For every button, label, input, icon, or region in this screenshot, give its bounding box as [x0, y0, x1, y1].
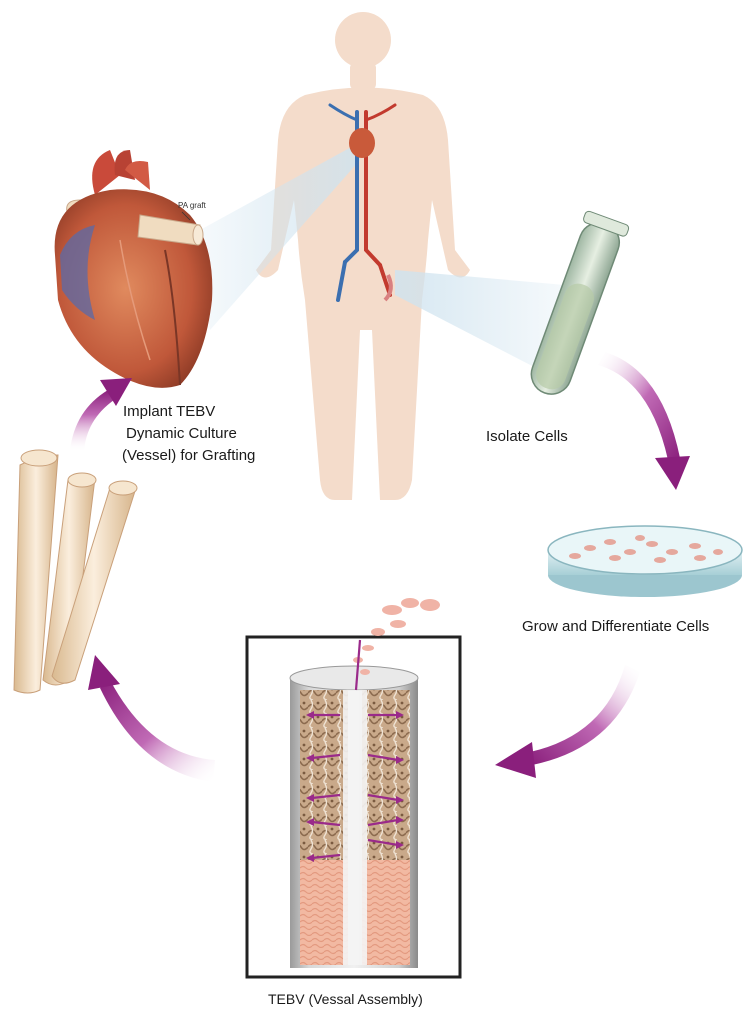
arrow-vessels-to-implant [70, 378, 132, 452]
pa-graft-label: PA graft [178, 201, 207, 210]
isolate-cells-label: Isolate Cells [486, 428, 568, 445]
test-tube-illustration [530, 210, 630, 395]
tebv-assembly-label: TEBV (Vessal Assembly) [268, 991, 423, 1007]
arrow-isolate-to-grow [598, 352, 690, 490]
arrow-grow-to-tebv [495, 665, 640, 778]
arrow-tebv-to-vessels [88, 655, 215, 782]
human-body-illustration [256, 12, 470, 500]
circulatory-system [328, 103, 397, 302]
implant-label-line3: (Vessel) for Grafting [122, 447, 256, 464]
grow-differentiate-label: Grow and Differentiate Cells [522, 618, 710, 635]
heart-illustration [54, 150, 213, 388]
body-heart [349, 128, 375, 158]
engineered-vessels-illustration [13, 449, 138, 694]
tebv-cylinder [289, 665, 419, 968]
cells-falling [353, 598, 440, 675]
flow-arrows [311, 639, 399, 860]
projection-beam-leg [395, 270, 565, 370]
implant-label-line2: Dynamic Culture [126, 425, 237, 442]
projection-beam-heart [200, 145, 360, 330]
implant-label-line1: Implant TEBV [123, 403, 216, 420]
femoral-vessel [383, 274, 393, 302]
petri-dish-illustration [547, 525, 743, 597]
